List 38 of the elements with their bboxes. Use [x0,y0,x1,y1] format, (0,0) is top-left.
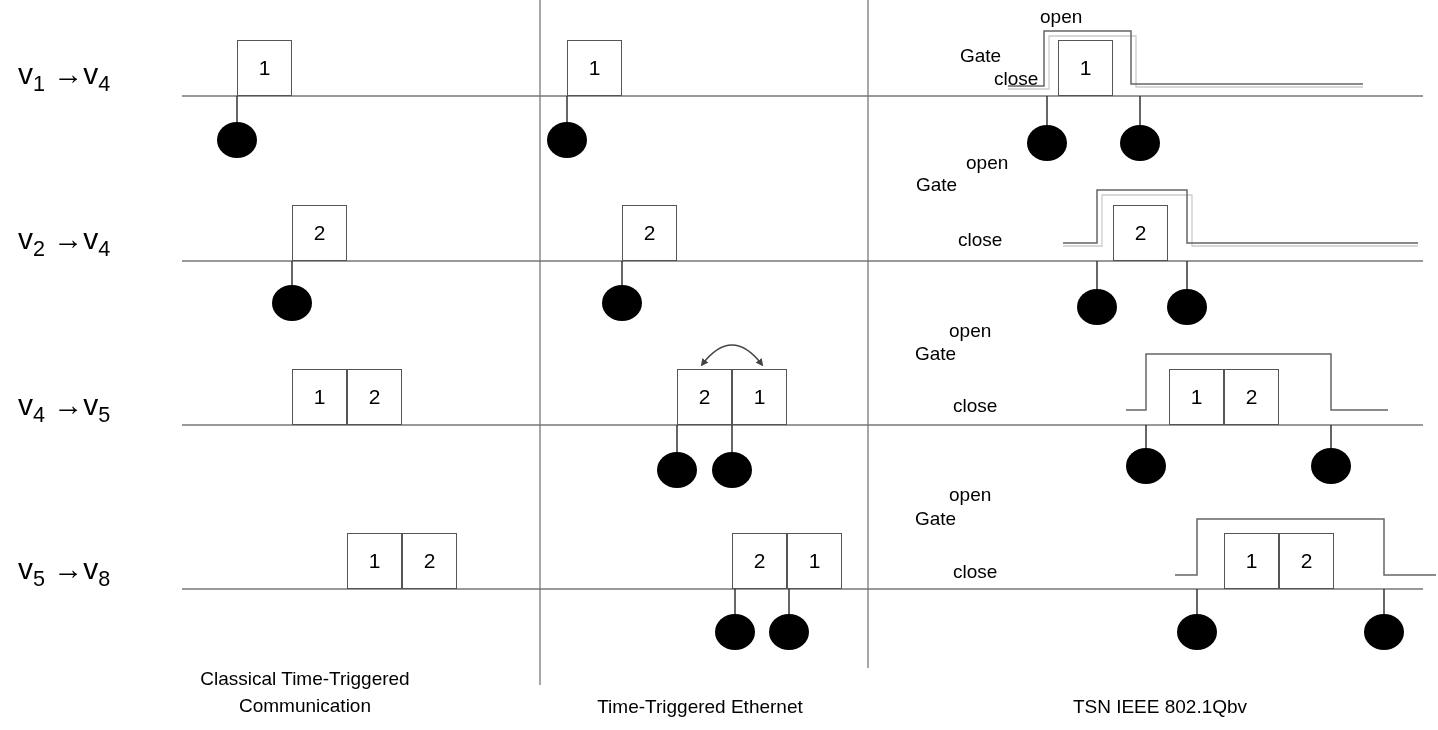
frame-box: 1 [1224,533,1279,589]
route-label: v$_{5}$ →v$_{8}$ [18,552,111,592]
frame-box: 1 [1058,40,1113,96]
frame-box: 2 [347,369,402,425]
gate-state-label: close [953,561,998,583]
frame-box: 1 [292,369,347,425]
frame-box: 2 [402,533,457,589]
frame-box: 2 [1113,205,1168,261]
route-label: v$_{1}$ →v$_{4}$ [18,57,111,97]
frame-box: 2 [732,533,787,589]
swap-arrow [700,344,764,367]
frame-box: 2 [292,205,347,261]
column-caption: Classical Time-Triggered Communication [199,667,411,718]
frame-box: 2 [622,205,677,261]
frame-box: 1 [732,369,787,425]
frame-box: 2 [1279,533,1334,589]
gate-label: Gate [915,508,957,530]
gate-state-label: open [949,484,992,506]
gate-state-label: open [949,320,992,342]
frame-box: 1 [237,40,292,96]
gate-label: Gate [916,174,958,196]
gate-state-label: close [958,229,1003,251]
gate-state-label: open [1040,6,1083,28]
gate-state-label: close [994,68,1039,90]
frame-box: 1 [347,533,402,589]
gate-state-label: close [953,395,998,417]
frame-box: 1 [1169,369,1224,425]
gate-label: Gate [960,45,1002,67]
gate-state-label: open [966,152,1009,174]
route-label: v$_{4}$ →v$_{5}$ [18,388,111,428]
route-label: v$_{2}$ →v$_{4}$ [18,222,111,262]
frame-box: 1 [567,40,622,96]
frame-box: 2 [677,369,732,425]
column-caption: Time-Triggered Ethernet [596,695,804,719]
frame-box: 2 [1224,369,1279,425]
frame-box: 1 [787,533,842,589]
gate-label: Gate [915,343,957,365]
column-caption: TSN IEEE 802.1Qbv [1071,695,1249,719]
